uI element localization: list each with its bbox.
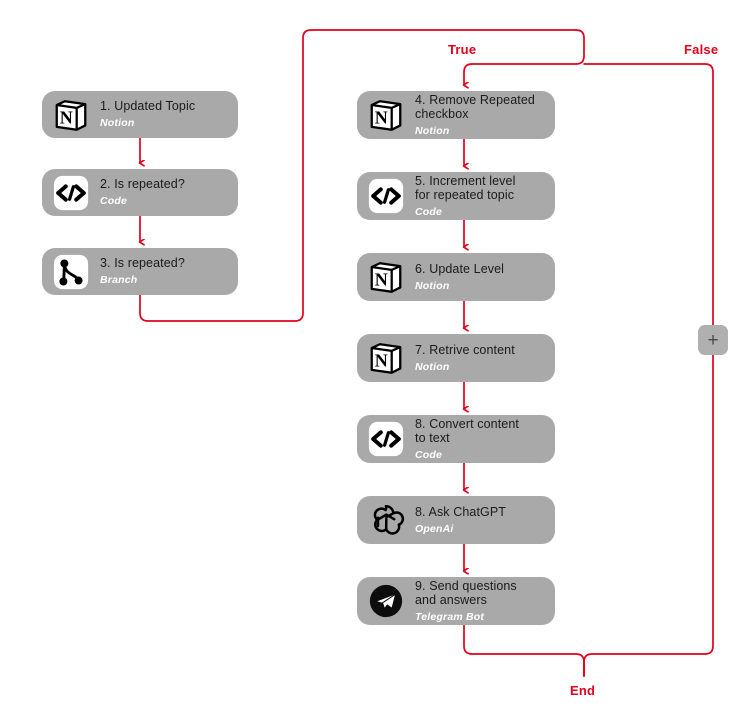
workflow-node-9[interactable]: 8. Ask ChatGPT OpenAi <box>357 496 555 544</box>
edge-label-false: False <box>684 42 719 57</box>
svg-text:N: N <box>375 351 388 371</box>
node-subtitle: Code <box>415 449 443 462</box>
node-subtitle: Notion <box>100 117 135 130</box>
workflow-node-1[interactable]: N 1. Updated Topic Notion <box>42 91 238 138</box>
code-icon <box>366 176 406 216</box>
node-title: 7. Retrive content <box>415 342 515 357</box>
node-title: 1. Updated Topic <box>100 99 196 114</box>
workflow-node-6[interactable]: N 6. Update Level Notion <box>357 253 555 301</box>
node-text: 6. Update Level Notion <box>415 262 504 292</box>
node-title: 2. Is repeated? <box>100 177 185 192</box>
node-title: 4. Remove Repeated checkbox <box>415 92 535 122</box>
node-title: 6. Update Level <box>415 261 505 276</box>
edge-false-rail <box>583 63 714 677</box>
node-text: 3. Is repeated? Branch <box>100 256 185 286</box>
edge-label-end: End <box>570 683 596 698</box>
node-title: 8. Ask ChatGPT <box>415 504 507 519</box>
edge-10-to-end <box>463 624 585 677</box>
node-title: 3. Is repeated? <box>100 256 185 271</box>
code-icon <box>366 419 406 459</box>
node-text: 1. Updated Topic Notion <box>100 99 195 129</box>
node-subtitle: Telegram Bot <box>415 611 485 624</box>
node-text: 8. Ask ChatGPT OpenAi <box>415 505 506 535</box>
node-text: 9. Send questions and answers Telegram B… <box>415 579 517 624</box>
workflow-node-5[interactable]: 5. Increment level for repeated topic Co… <box>357 172 555 220</box>
add-node-button[interactable]: + <box>698 325 728 355</box>
node-title: 5. Increment level for repeated topic <box>415 173 516 203</box>
edge-true-to-node-4 <box>464 29 585 85</box>
edge-label-true: True <box>448 42 477 57</box>
workflow-node-10[interactable]: 9. Send questions and answers Telegram B… <box>357 577 555 625</box>
code-icon <box>51 173 91 213</box>
node-subtitle: OpenAi <box>415 522 454 535</box>
node-text: 8. Convert content to text Code <box>415 417 519 462</box>
node-subtitle: Notion <box>415 360 450 373</box>
openai-icon <box>366 500 406 540</box>
node-text: 7. Retrive content Notion <box>415 343 515 373</box>
node-title: 8. Convert content to text <box>415 416 519 446</box>
workflow-node-8[interactable]: 8. Convert content to text Code <box>357 415 555 463</box>
notion-icon: N <box>366 338 406 378</box>
workflow-node-3[interactable]: 3. Is repeated? Branch <box>42 248 238 295</box>
svg-text:N: N <box>375 270 388 290</box>
telegram-icon <box>366 581 406 621</box>
node-text: 2. Is repeated? Code <box>100 177 185 207</box>
svg-text:N: N <box>375 108 388 128</box>
workflow-node-2[interactable]: 2. Is repeated? Code <box>42 169 238 216</box>
workflow-node-7[interactable]: N 7. Retrive content Notion <box>357 334 555 382</box>
branch-icon <box>51 252 91 292</box>
node-text: 4. Remove Repeated checkbox Notion <box>415 93 535 138</box>
node-subtitle: Code <box>415 206 443 219</box>
node-subtitle: Code <box>100 195 128 208</box>
notion-icon: N <box>366 95 406 135</box>
node-title: 9. Send questions and answers <box>415 578 517 608</box>
node-text: 5. Increment level for repeated topic Co… <box>415 174 515 219</box>
plus-icon: + <box>707 329 719 351</box>
node-subtitle: Branch <box>100 274 138 287</box>
workflow-node-4[interactable]: N 4. Remove Repeated checkbox Notion <box>357 91 555 139</box>
notion-icon: N <box>51 95 91 135</box>
svg-text:N: N <box>60 107 73 127</box>
notion-icon: N <box>366 257 406 297</box>
node-subtitle: Notion <box>415 125 450 138</box>
node-subtitle: Notion <box>415 279 450 292</box>
